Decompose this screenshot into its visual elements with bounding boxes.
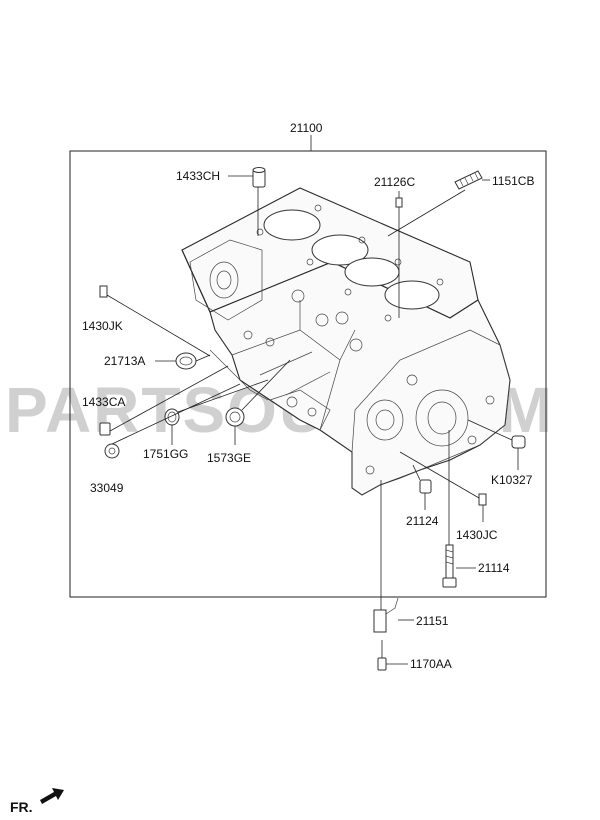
label-1751gg[interactable]: 1751GG (143, 447, 188, 461)
dowel-21124-icon (419, 479, 432, 494)
part-labels: 21100 1433CH 21126C 1151CB 1430JK 21713A… (82, 121, 534, 671)
label-21100[interactable]: 21100 (290, 121, 323, 135)
label-21151[interactable]: 21151 (416, 614, 449, 628)
label-1151cb[interactable]: 1151CB (492, 174, 534, 188)
front-arrow-icon (40, 788, 64, 804)
plug-1151cb-icon (454, 170, 483, 190)
label-k10327[interactable]: K10327 (491, 473, 533, 487)
label-21126c[interactable]: 21126C (374, 175, 415, 189)
bolt-1170aa-icon (377, 657, 387, 671)
assembly-frame (69, 150, 547, 598)
label-1433ca[interactable]: 1433CA (82, 395, 125, 409)
plug-33049-icon (104, 443, 120, 459)
cylinder-block-drawing (181, 187, 511, 496)
front-marker: FR. (10, 788, 64, 815)
ring-1573ge-icon (225, 407, 245, 427)
label-33049[interactable]: 33049 (90, 481, 124, 495)
label-1170aa[interactable]: 1170AA (410, 657, 452, 671)
oring-1751gg-icon (164, 408, 180, 426)
label-1573ge[interactable]: 1573GE (207, 451, 251, 465)
sensor-21151-icon (373, 609, 387, 633)
label-21114[interactable]: 21114 (478, 561, 510, 575)
label-21713a[interactable]: 21713A (104, 354, 145, 368)
label-21124[interactable]: 21124 (406, 514, 439, 528)
pin-21126c-icon (395, 197, 403, 208)
front-marker-label: FR. (10, 799, 33, 815)
label-1433ch[interactable]: 1433CH (176, 169, 220, 183)
cap-k10327-icon (511, 435, 526, 449)
loose-parts (99, 167, 526, 671)
pin-1430jc-icon (478, 493, 487, 506)
pin-1430jk-icon (99, 285, 108, 298)
leader-lines (106, 135, 519, 665)
seal-21713a-icon (175, 352, 197, 370)
label-1430jk[interactable]: 1430JK (82, 319, 123, 333)
label-1430jc[interactable]: 1430JC (456, 528, 498, 542)
dowel-1433ca-icon (99, 422, 111, 436)
